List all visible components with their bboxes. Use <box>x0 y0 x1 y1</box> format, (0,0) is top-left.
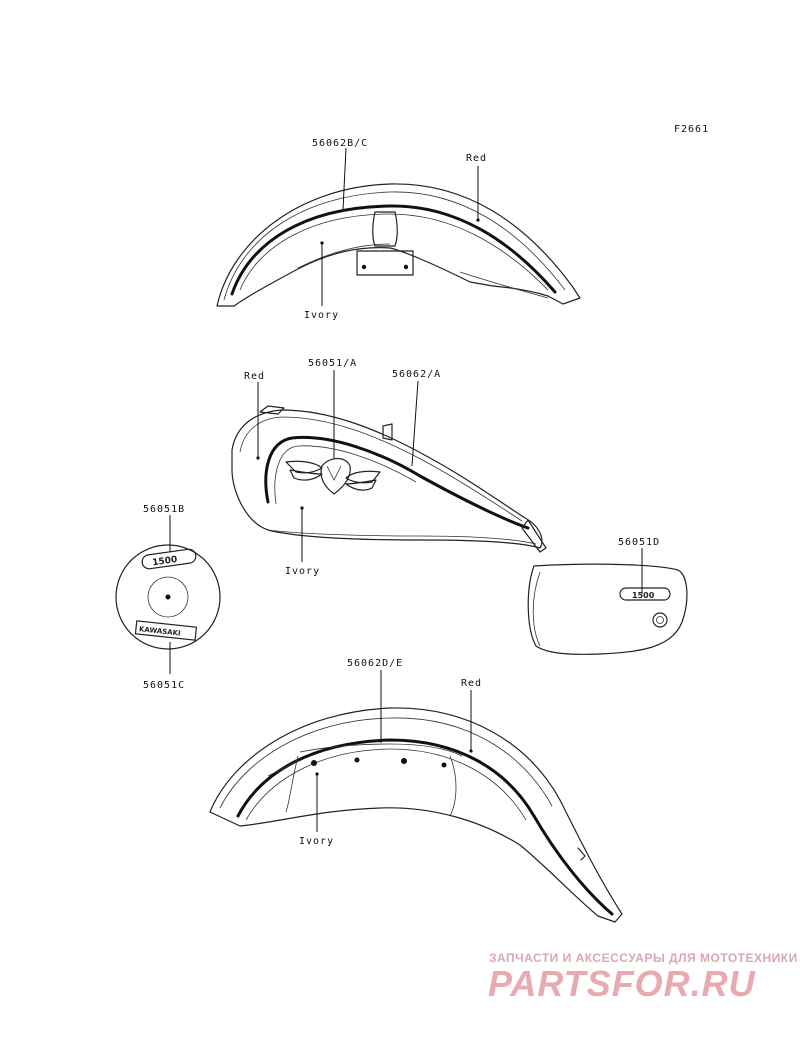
front-fender-red-label: Red <box>461 678 482 689</box>
front-fender-part-label: 56062D/E <box>347 658 403 669</box>
rear-fender-red-label: Red <box>466 153 487 164</box>
front-fender-ivory-label: Ivory <box>299 836 334 847</box>
side-cover-part-label: 56051D <box>618 537 660 548</box>
round-emblem-top-label: 56051B <box>143 504 185 515</box>
watermark-tagline: ЗАПЧАСТИ И АКСЕССУАРЫ ДЛЯ МОТОТЕХНИКИ <box>489 951 798 965</box>
round-emblem-bottom-text: KAWASAKI <box>139 625 181 637</box>
watermark-logo: PARTSFOR.RU <box>488 963 756 1004</box>
side-cover-emblem-text: 1500 <box>632 591 655 600</box>
rear-fender-ivory-label: Ivory <box>304 310 339 321</box>
tank-red-label: Red <box>244 371 265 382</box>
rear-fender-part-label: 56062B/C <box>312 138 368 149</box>
tank-stripe-part-label: 56062/A <box>392 369 441 380</box>
round-emblem-top-text: 1500 <box>152 555 178 568</box>
round-emblem-bottom-label: 56051C <box>143 680 185 691</box>
side-cover: 1500 <box>527 563 688 655</box>
watermark: ЗАПЧАСТИ И АКСЕССУАРЫ ДЛЯ МОТОТЕХНИКИ PA… <box>488 951 798 1004</box>
tank-emblem-part-label: 56051/A <box>308 358 357 369</box>
tank-ivory-label: Ivory <box>285 566 320 577</box>
figure-code: F2661 <box>674 124 709 135</box>
rear-fender <box>216 183 581 307</box>
fuel-tank <box>231 405 547 553</box>
round-emblem: 1500 KAWASAKI <box>115 544 221 650</box>
front-fender <box>209 707 623 923</box>
